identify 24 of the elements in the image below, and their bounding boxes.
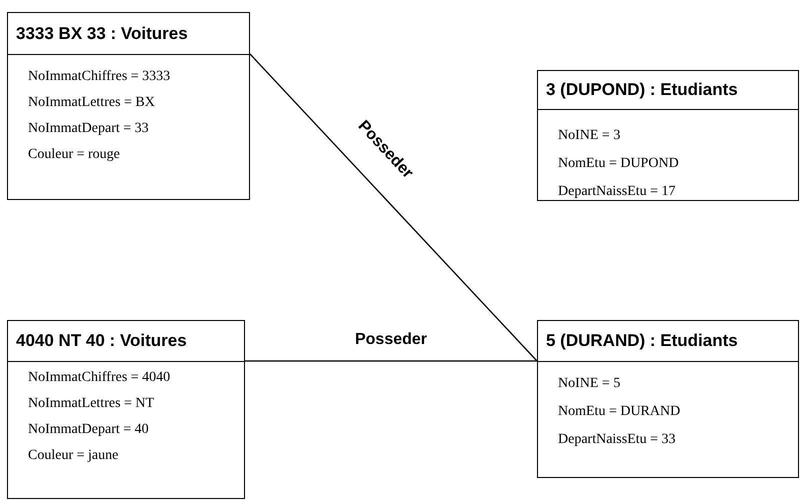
attribute-text: NoINE = 3 (558, 128, 620, 144)
object-title: 4040 NT 40 : Voitures (8, 321, 244, 362)
attribute-text: DepartNaissEtu = 33 (558, 432, 676, 448)
attribute-text: NomEtu = DUPOND (558, 156, 679, 172)
attribute-text: DepartNaissEtu = 17 (558, 184, 676, 200)
attribute-text: NoImmatLettres = BX (28, 95, 155, 112)
attribute-text: NoImmatDepart = 40 (28, 422, 149, 438)
object-title: 3333 BX 33 : Voitures (8, 13, 249, 55)
attribute-text: NoINE = 5 (558, 376, 620, 392)
connector-line (245, 360, 537, 362)
attribute-text: NoImmatChiffres = 3333 (28, 69, 170, 86)
connector-line (250, 54, 538, 362)
attribute-text: NomEtu = DURAND (558, 404, 680, 420)
attribute-text: NoImmatChiffres = 4040 (28, 370, 170, 386)
object-title: 3 (DUPOND) : Etudiants (538, 71, 798, 110)
attribute-text: NoImmatLettres = NT (28, 396, 154, 412)
object-box (537, 320, 799, 478)
attribute-text: NoImmatDepart = 33 (28, 121, 149, 138)
attribute-text: Couleur = rouge (28, 147, 120, 164)
object-box (7, 320, 245, 499)
attribute-text: Couleur = jaune (28, 448, 118, 464)
object-box (537, 70, 799, 201)
object-box (7, 12, 250, 200)
object-title: 5 (DURAND) : Etudiants (538, 321, 798, 362)
